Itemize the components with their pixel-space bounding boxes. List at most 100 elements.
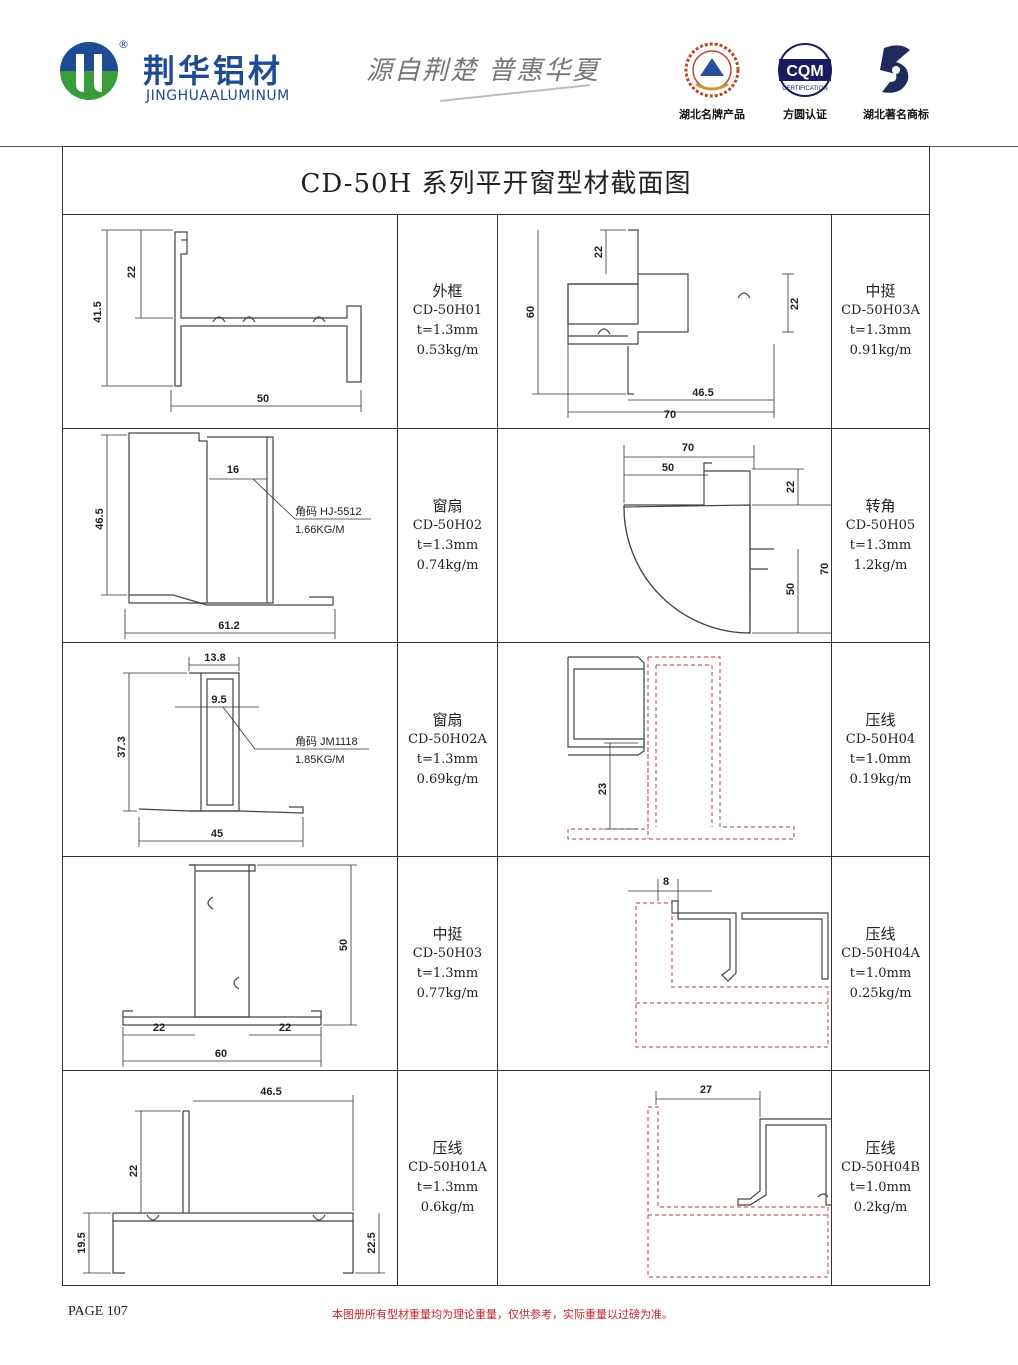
dim-label: 22 [126,266,138,278]
drawing-cd-50h04: 23 [498,643,832,857]
dim-label: 50 [257,393,269,405]
dim-label: 19.5 [76,1232,88,1253]
dim-label: 13.8 [204,652,225,664]
badge-caption: 湖北名牌产品 [679,108,745,121]
profile-weight: 0.53kg/m [416,343,479,358]
badge-famous-trademark: 湖北著名商标 [856,40,936,122]
badge-caption: 湖北著名商标 [863,108,929,121]
badge-cqm: CQM CERTIFICATION 方圆认证 [765,40,845,122]
profile-name: 外框 [432,282,463,300]
dim-label: 22 [593,246,605,258]
brand-name-cn: 荆华铝材 [143,52,284,90]
famous-trademark-icon [880,45,910,93]
corner-code: 角码 HJ-5512 [295,505,362,518]
badge-caption: 方圆认证 [783,108,827,121]
profile-thickness: t=1.3mm [849,537,912,553]
dim-label: 46.5 [94,508,106,529]
profile-thickness: t=1.3mm [416,965,479,981]
spec-cd-50h01: 外框 CD-50H01 t=1.3mm 0.53kg/m [398,214,498,429]
jinghua-logo-icon [60,42,118,100]
spec-cd-50h01a: 压线 CD-50H01A t=1.3mm 0.6kg/m [398,1071,498,1285]
page-title: CD-50H 系列平开窗型材截面图 [300,169,692,199]
profile-weight: 0.2kg/m [853,1200,908,1215]
profile-code: CD-50H03A [841,303,920,318]
profile-name: 压线 [432,1139,463,1157]
spec-cd-50h02: 窗扇 CD-50H02 t=1.3mm 0.74kg/m [398,429,498,643]
dim-label: 9.5 [211,694,226,706]
profile-code: CD-50H04A [841,945,920,961]
drawing-cd-50h01: 41.5 22 50 [63,214,398,429]
dim-label: 37.3 [116,736,128,757]
profile-sheet: CD-50H 系列平开窗型材截面图 41.5 22 50 外框 CD-50H01… [62,146,930,1286]
dim-label: 22 [153,1022,165,1034]
profile-weight: 0.91kg/m [849,343,912,358]
dim-label: 60 [525,306,537,318]
profile-thickness: t=1.3mm [416,1180,479,1195]
profile-thickness: t=1.0mm [849,965,912,981]
dim-label: 70 [682,442,694,454]
spec-cd-50h02a: 窗扇 CD-50H02A t=1.3mm 0.69kg/m [398,643,498,857]
spec-cd-50h03: 中挺 CD-50H03 t=1.3mm 0.77kg/m [398,857,498,1071]
section-drawing: 23 [567,656,795,840]
profile-name: 中挺 [432,924,463,943]
section-drawing: 46.5 16 61.2 角码 HJ-5512 1.66KG/M [94,432,371,639]
profile-name: 压线 [865,710,896,729]
drawing-cd-50h02: 46.5 16 61.2 角码 HJ-5512 1.66KG/M [63,429,398,643]
profile-weight: 0.19kg/m [849,771,912,787]
profile-name: 压线 [865,924,896,943]
profile-weight: 0.69kg/m [416,771,479,787]
dim-label: 70 [819,563,831,575]
profile-thickness: t=1.3mm [849,323,912,338]
dim-label: 60 [215,1048,227,1060]
corner-weight: 1.85KG/M [295,754,345,766]
profile-thickness: t=1.3mm [416,751,479,767]
section-drawing: 41.5 22 50 [92,229,362,412]
cqm-text: CQM [786,63,823,80]
slogan: 源自荆楚 普惠华夏 [366,56,601,86]
spec-cd-50h05: 转角 CD-50H05 t=1.3mm 1.2kg/m [832,429,929,643]
section-drawing: 22 60 22 46.5 70 [525,229,801,421]
profile-weight: 0.77kg/m [416,985,479,1001]
dim-label: 70 [664,409,676,421]
profile-weight: 1.2kg/m [853,557,908,573]
brand-name-en: JINGHUAALUMINUM [146,88,290,104]
dim-label: 41.5 [92,301,104,322]
drawing-cd-50h01a: 46.5 22 19.5 22.5 70 [63,1071,398,1285]
registered-mark: ® [118,38,129,51]
page-header: ® 荆华铝材 JINGHUAALUMINUM 源自荆楚 普惠华夏 湖北名牌产品 … [0,0,1018,146]
profile-weight: 0.6kg/m [420,1200,475,1215]
section-drawing: 70 50 22 50 70 [623,442,832,634]
section-drawing: 46.5 22 19.5 22.5 70 [76,1086,385,1274]
profile-thickness: t=1.3mm [416,323,479,338]
drawing-cd-50h04b: 27 [498,1071,832,1285]
dim-label: 22 [128,1165,140,1177]
section-drawing: 27 [647,1084,832,1278]
profile-name: 窗扇 [432,496,463,515]
corner-code: 角码 JM1118 [295,735,358,748]
profile-code: CD-50H01 [412,303,483,318]
cqm-subtext: CERTIFICATION [782,86,827,92]
profile-code: CD-50H04B [841,1160,920,1175]
drawing-cd-50h03a: 22 60 22 46.5 70 [498,214,832,429]
section-drawing: 8 [628,876,829,1048]
profile-code: CD-50H02 [412,517,483,533]
profile-thickness: t=1.0mm [849,1180,912,1195]
profile-code: CD-50H02A [408,731,487,747]
dim-label: 22 [279,1022,291,1034]
dim-label: 22.5 [366,1232,378,1253]
dim-label: 61.2 [218,620,239,632]
profile-name: 转角 [865,496,896,515]
profile-name: 中挺 [865,282,896,300]
hubei-famous-brand-seal-icon [684,42,740,98]
drawing-cd-50h02a: 13.8 9.5 37.3 45 角码 JM1118 1.85KG/M [63,643,398,857]
profile-name: 窗扇 [432,710,463,729]
spec-cd-50h04: 压线 CD-50H04 t=1.0mm 0.19kg/m [832,643,929,857]
weight-disclaimer: 本图册所有型材重量均为理论重量，仅供参考，实际重量以过磅为准。 [332,1308,673,1321]
drawing-cd-50h04a: 8 [498,857,832,1071]
corner-weight: 1.66KG/M [295,524,345,536]
cqm-certification-icon: CQM CERTIFICATION [778,43,832,97]
profile-code: CD-50H03 [412,945,483,961]
dim-label: 46.5 [260,1086,281,1098]
profile-code: CD-50H01A [408,1160,487,1175]
profile-code: CD-50H05 [845,517,916,533]
